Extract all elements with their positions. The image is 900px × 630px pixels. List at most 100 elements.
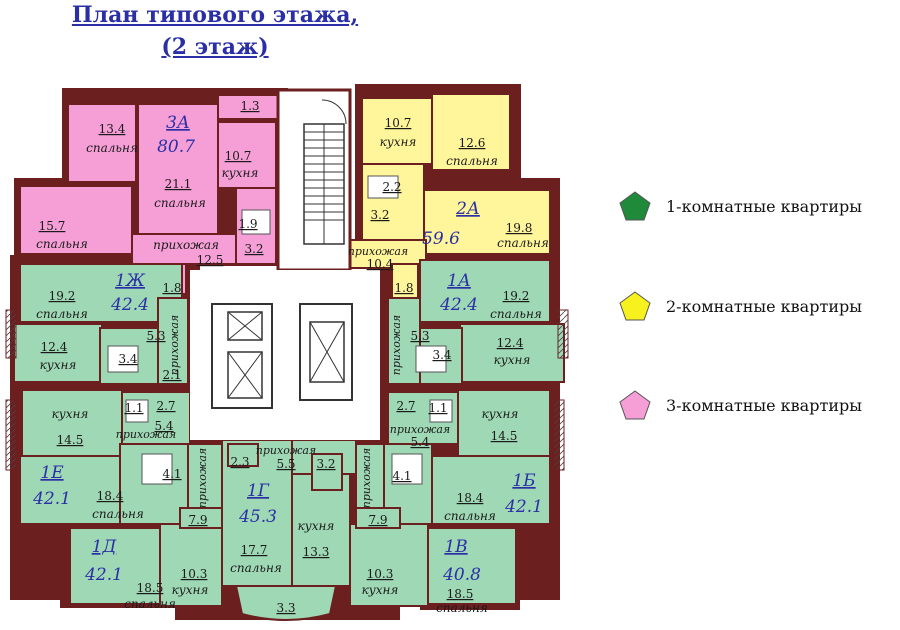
apartment-id: 1Б: [512, 471, 536, 491]
room-name: спальня: [436, 601, 488, 615]
apartment-1b[interactable]: [355, 389, 551, 525]
room-name: кухня: [40, 358, 77, 372]
room-area: 15.7: [39, 219, 66, 233]
room-area: 14.5: [57, 433, 84, 447]
apartment-1g[interactable]: [221, 439, 357, 621]
apartment-area: 42.4: [439, 295, 478, 315]
room-name: прихожая: [168, 315, 181, 375]
apartment-1v[interactable]: [349, 507, 517, 607]
room-area: 5.3: [146, 329, 165, 343]
room-area: 10.4: [367, 257, 394, 271]
room-name: кухня: [380, 135, 417, 149]
apartment-area: 42.4: [110, 295, 149, 315]
room-area: 2.7: [156, 399, 175, 413]
room-area: 13.4: [99, 122, 126, 136]
room-area: 1.3: [240, 99, 259, 113]
room-area: 10.3: [367, 567, 394, 581]
room-name: спальня: [230, 561, 282, 575]
room-area: 4.1: [162, 467, 181, 481]
room-name: прихожая: [196, 448, 209, 508]
room-area: 3.4: [118, 352, 137, 366]
room-name: кухня: [52, 407, 89, 421]
room-area: 2.3: [230, 455, 249, 469]
apartment-2a[interactable]: [335, 93, 551, 301]
room-area: 5.4: [410, 435, 429, 449]
apartment-id: 1А: [447, 271, 471, 291]
apartment-1zh[interactable]: [13, 263, 189, 385]
central-core: [190, 88, 380, 440]
room-area: 1.1: [124, 401, 143, 415]
room-area: 18.5: [447, 587, 474, 601]
apartment-area: 40.8: [442, 565, 481, 585]
room-name: спальня: [490, 307, 542, 321]
room-area: 1.8: [162, 281, 181, 295]
room-area: 3.3: [276, 601, 295, 615]
room-name: кухня: [494, 353, 531, 367]
room-area: 13.3: [303, 545, 330, 559]
room-area: 18.4: [97, 489, 124, 503]
room-name: кухня: [482, 407, 519, 421]
room-name: прихожая: [153, 238, 219, 252]
pentagon-icon: [619, 191, 651, 221]
room-name: спальня: [446, 154, 498, 168]
room-area: 10.3: [181, 567, 208, 581]
apartment-id: 1Г: [247, 481, 270, 501]
room-area: 5.4: [154, 419, 173, 433]
room-area: 5.5: [276, 457, 295, 471]
page-title: План типового этажа,: [71, 2, 359, 28]
apartment-area: 80.7: [157, 137, 195, 157]
apartment-id: 3А: [166, 113, 190, 133]
labels-3a: 13.4 спальня 3А 80.7 1.3 10.7 кухня 21.1…: [36, 99, 263, 295]
room-name: прихожая: [116, 428, 176, 441]
room-area: 18.4: [457, 491, 484, 505]
apartment-id: 1В: [444, 537, 467, 557]
apartment-area: 42.1: [32, 489, 71, 509]
page-subtitle: (2 этаж): [161, 34, 269, 60]
apartment-1a[interactable]: [387, 259, 565, 385]
apartment-area: 42.1: [84, 565, 123, 585]
labels-1v: 1В 40.8 18.5 спальня 10.3 кухня: [362, 537, 488, 615]
room-area: 10.7: [225, 149, 252, 163]
room-area: 7.9: [188, 513, 207, 527]
apartment-id: 1Ж: [115, 271, 146, 291]
room-area: 3.4: [432, 348, 451, 362]
room-area: 19.2: [503, 289, 530, 303]
apartment-id: 2А: [455, 199, 480, 219]
labels-1b: кухня 14.5 2.7 1.1 прихожая 5.4 1Б 42.1 …: [360, 399, 543, 527]
room-name: спальня: [36, 237, 88, 251]
apartment-3a[interactable]: [19, 94, 279, 295]
room-area: 12.6: [459, 136, 486, 150]
legend-label: 3-комнатные квартиры: [666, 395, 862, 415]
apartment-area: 42.1: [504, 497, 543, 517]
room-area: 10.7: [385, 116, 412, 130]
room-name: спальня: [154, 196, 206, 210]
labels-1d: 1Д 42.1 18.5 спальня 10.3 кухня: [84, 537, 208, 611]
room-area: 17.7: [241, 543, 268, 557]
room-area: 7.9: [368, 513, 387, 527]
legend-label: 2-комнатные квартиры: [666, 296, 862, 316]
room-name: кухня: [298, 519, 335, 533]
labels-1a: 1А 42.4 19.2 спальня 12.4 кухня 3.4 5.3 …: [390, 271, 542, 375]
room-area: 19.8: [506, 221, 533, 235]
bathroom-fixtures: [107, 175, 453, 485]
room-area: 12.4: [41, 340, 68, 354]
apartment-id: 1Е: [40, 463, 64, 483]
room-area: 12.4: [497, 336, 524, 350]
apartment-area: 45.3: [238, 507, 277, 527]
room-name: прихожая: [360, 448, 373, 508]
room-name: спальня: [124, 597, 176, 611]
pentagon-icon: [619, 291, 651, 321]
labels-2a: 10.7 кухня 12.6 спальня 2.2 3.2 2А 59.6 …: [348, 116, 549, 295]
apartment-id: 1Д: [92, 537, 118, 557]
room-name: спальня: [92, 507, 144, 521]
room-area: 3.2: [316, 457, 335, 471]
room-area: 5.3: [410, 329, 429, 343]
labels-1zh: 1Ж 42.4 19.2 спальня 12.4 кухня 3.4 5.3 …: [36, 271, 181, 382]
room-area: 14.5: [491, 429, 518, 443]
room-name: прихожая: [348, 245, 408, 258]
room-area: 1.1: [428, 401, 447, 415]
room-area: 4.1: [392, 469, 411, 483]
room-name: кухня: [362, 583, 399, 597]
labels-1e: кухня 14.5 2.7 1.1 прихожая 5.4 1Е 42.1 …: [32, 399, 209, 527]
